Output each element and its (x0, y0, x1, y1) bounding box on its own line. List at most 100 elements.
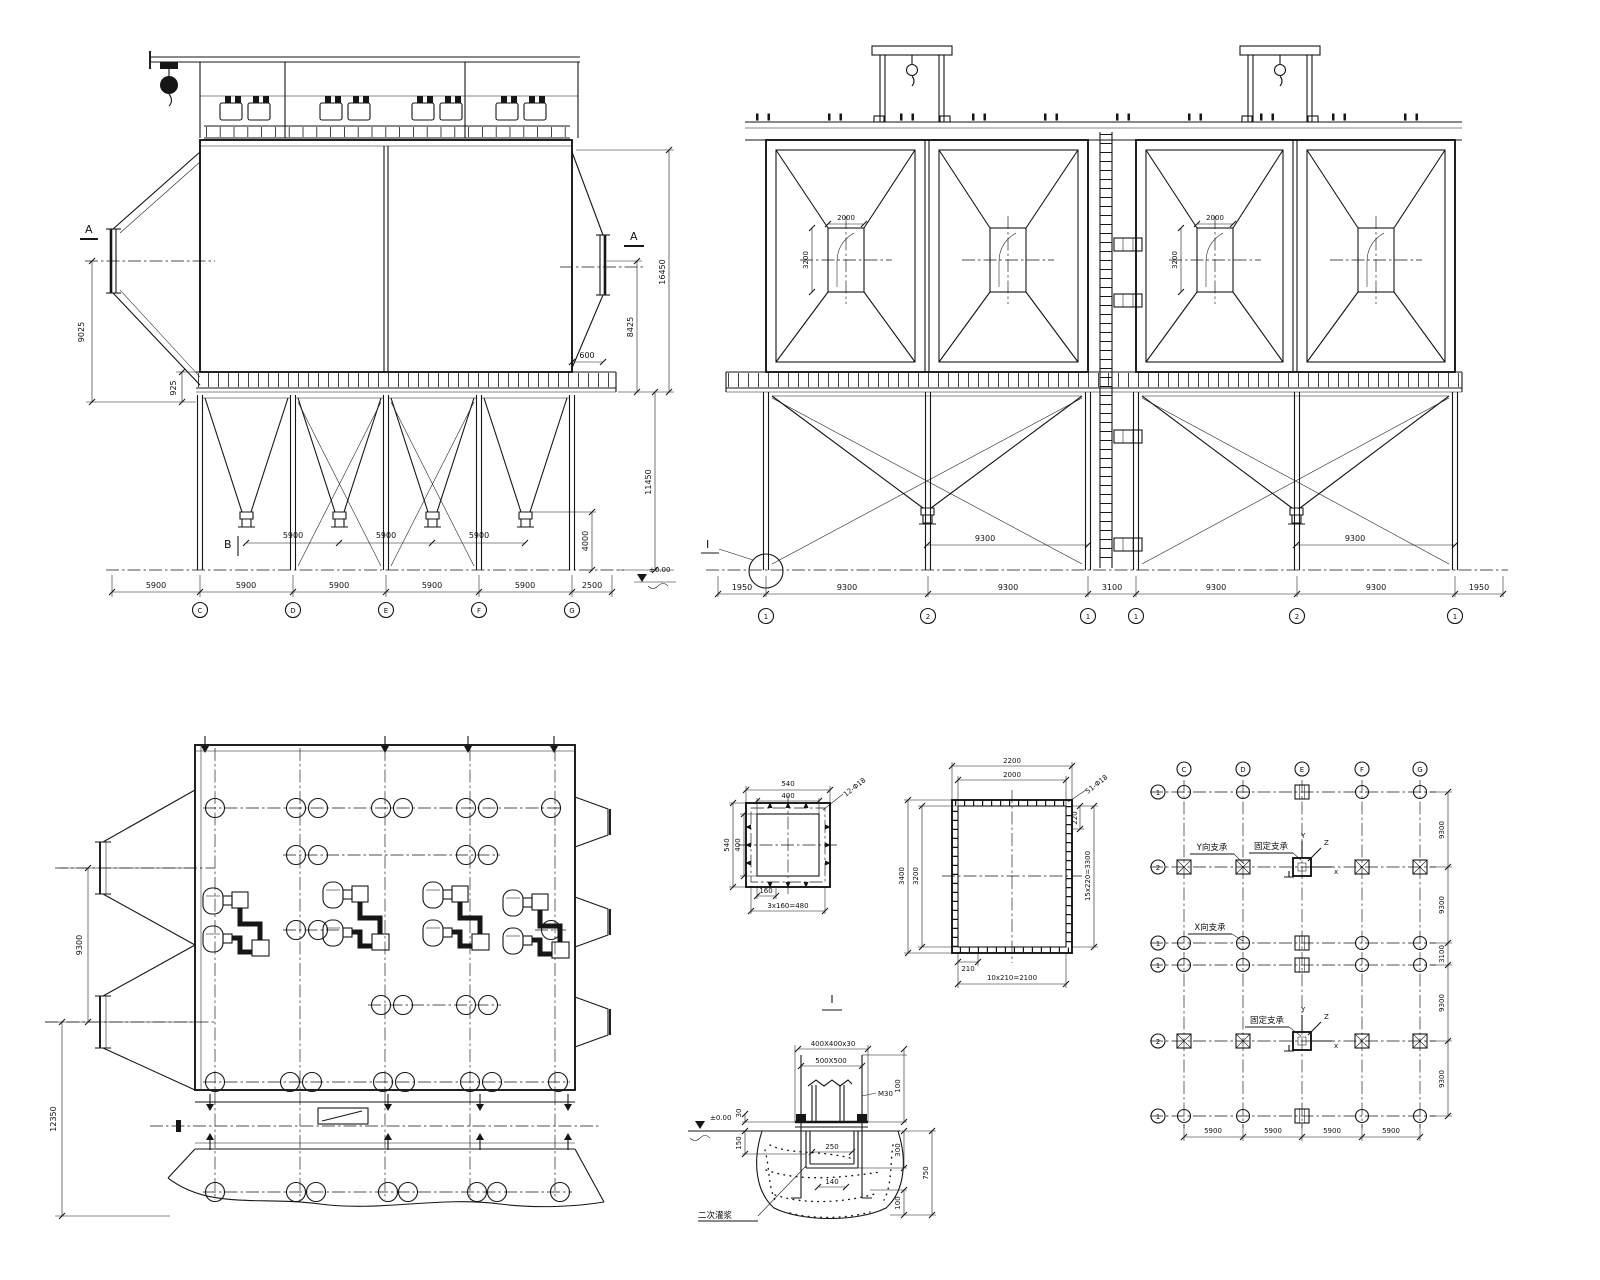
dim-label: 300 (894, 1143, 902, 1156)
y-support-label: Y向支承 (1196, 842, 1228, 853)
grid-bubble: G (569, 607, 574, 615)
detail-mark: I (706, 538, 709, 551)
dim-label: 2000 (1003, 771, 1021, 779)
dim-label: 600 (579, 351, 594, 360)
side-grid-bubbles: 1 2 1 1 2 1 (757, 607, 1464, 625)
dim-label: 5900 (376, 531, 396, 540)
dim-label: 9300 (975, 534, 995, 543)
support-columns-front (196, 395, 576, 570)
flange-detail-large: 2200 2000 3400 3200 220 15x220=3300 51-Φ… (898, 757, 1109, 988)
lifting-frame (871, 45, 953, 123)
axis-y-label: Y (1300, 832, 1306, 840)
dim-label: 400X400x30 (811, 1040, 856, 1048)
dim-label: 5900 (236, 581, 256, 590)
bolt-callout: 51-Φ18 (1084, 773, 1109, 795)
detail-title: I (830, 993, 833, 1006)
plan-top-marks (201, 736, 558, 753)
dim-label: 16450 (658, 259, 667, 284)
dim-label: 100 (894, 1196, 902, 1209)
dim-label: 3200 (802, 251, 810, 269)
hoist-icon (160, 62, 178, 107)
dim-label: 12350 (49, 1106, 58, 1131)
front-left-dims: 9025 925 (77, 257, 196, 406)
dim-label: 3100 (1102, 583, 1122, 592)
inlet-panel (938, 149, 1079, 363)
dim-label: 5900 (146, 581, 166, 590)
inlet-panel (1306, 149, 1446, 363)
plan-dims: 9300 12350 (45, 864, 195, 1220)
grid-bubble: 1 (1156, 962, 1160, 970)
section-a-mark: A (85, 223, 93, 236)
walkway-side (725, 371, 1463, 393)
dim-label: 750 (922, 1166, 930, 1179)
casing-front (199, 139, 573, 373)
grid-bubble: F (477, 607, 481, 615)
dim-label: 220 (1071, 811, 1079, 824)
dim-label: 5900 (329, 581, 349, 590)
dim-label: 2000 (837, 214, 855, 222)
dim-label: 5900 (1323, 1127, 1341, 1135)
dim-label: 9300 (998, 583, 1018, 592)
foundation-right-dims: 9300 9300 3100 9300 9300 (1430, 788, 1452, 1120)
fixed-support-axes: Y Z x Y Z x (1284, 832, 1338, 1052)
detail-i-callout: I (701, 538, 784, 589)
dim-label: 9300 (1438, 821, 1446, 839)
dim-label: 30 (735, 1109, 743, 1118)
dim-label: 9300 (1438, 994, 1446, 1012)
dim-label: 5900 (283, 531, 303, 540)
dim-label: 2000 (1206, 214, 1224, 222)
level-label: ±0.00 (649, 566, 670, 574)
plan-inlet-funnel (45, 944, 215, 1091)
dim-label: 140 (825, 1178, 838, 1186)
grid-bubble: G (1417, 766, 1422, 774)
hoppers-side (771, 395, 1450, 565)
bolt-callout: 12-Φ18 (842, 776, 867, 798)
hopper-spacing-dims: 5900 5900 5900 B (224, 531, 529, 556)
dim-label: 3x160=480 (767, 902, 808, 910)
dim-label: 9300 (1438, 896, 1446, 914)
grid-bubble: 2 (926, 613, 930, 621)
front-bottom-dims: 5900 5900 5900 5900 5900 2500 (108, 575, 616, 597)
casing-side-right-block (1135, 139, 1456, 373)
walkway-front (196, 371, 617, 393)
side-elevation-view: 2000 3200 2000 3200 9300 9300 (701, 45, 1508, 625)
monorail-beam (149, 51, 580, 69)
dim-label: 9025 (77, 322, 86, 342)
dim-label: 3200 (912, 867, 920, 885)
dim-label: 400 (734, 838, 742, 851)
axis-x-label: x (1334, 1042, 1338, 1050)
roof-ports (203, 797, 570, 1093)
axis-z-label: Z (1324, 1013, 1329, 1021)
pulse-valve-assembly (423, 882, 489, 950)
grid-bubble: 1 (1156, 789, 1160, 797)
dim-label: 3400 (898, 867, 906, 885)
front-grid-bubbles: C D E F G (191, 601, 581, 619)
dim-label: 11450 (644, 469, 653, 494)
hopper-discharge (238, 511, 534, 528)
dim-label: 3100 (1438, 945, 1446, 963)
grid-bubble: E (384, 607, 388, 615)
pulse-equipment-row (204, 96, 570, 139)
foundation-bottom-dims: 5900 5900 5900 5900 (1180, 1124, 1424, 1141)
plan-view: 9300 12350 (45, 736, 611, 1220)
dim-label: 15x220=3300 (1084, 851, 1092, 901)
grid-bubble: 2 (1156, 1038, 1160, 1046)
level-label: ±0.00 (710, 1114, 731, 1122)
grid-bubble: 2 (1295, 613, 1299, 621)
side-bottom-dims: 1950 9300 9300 3100 9300 9300 1950 (714, 576, 1507, 598)
pulse-valve-assembly (503, 890, 569, 958)
dim-label: 9300 (1438, 1070, 1446, 1088)
ladder (1099, 132, 1143, 568)
grid-bubble: C (198, 607, 203, 615)
air-tank-cluster (219, 96, 547, 121)
outlet-transition (560, 151, 645, 369)
support-labels: Y向支承 固定支承 X向支承 固定支承 (1188, 841, 1302, 1037)
dim-label: 250 (825, 1143, 838, 1151)
grid-bubble: C (1182, 766, 1187, 774)
inlet-transition (85, 151, 215, 386)
foundation-row-bubbles: 1 2 1 1 2 1 (1150, 784, 1166, 1124)
dim-label: 1950 (732, 583, 752, 592)
grid-bubble: D (290, 607, 295, 615)
dim-label: 4000 (581, 531, 590, 551)
